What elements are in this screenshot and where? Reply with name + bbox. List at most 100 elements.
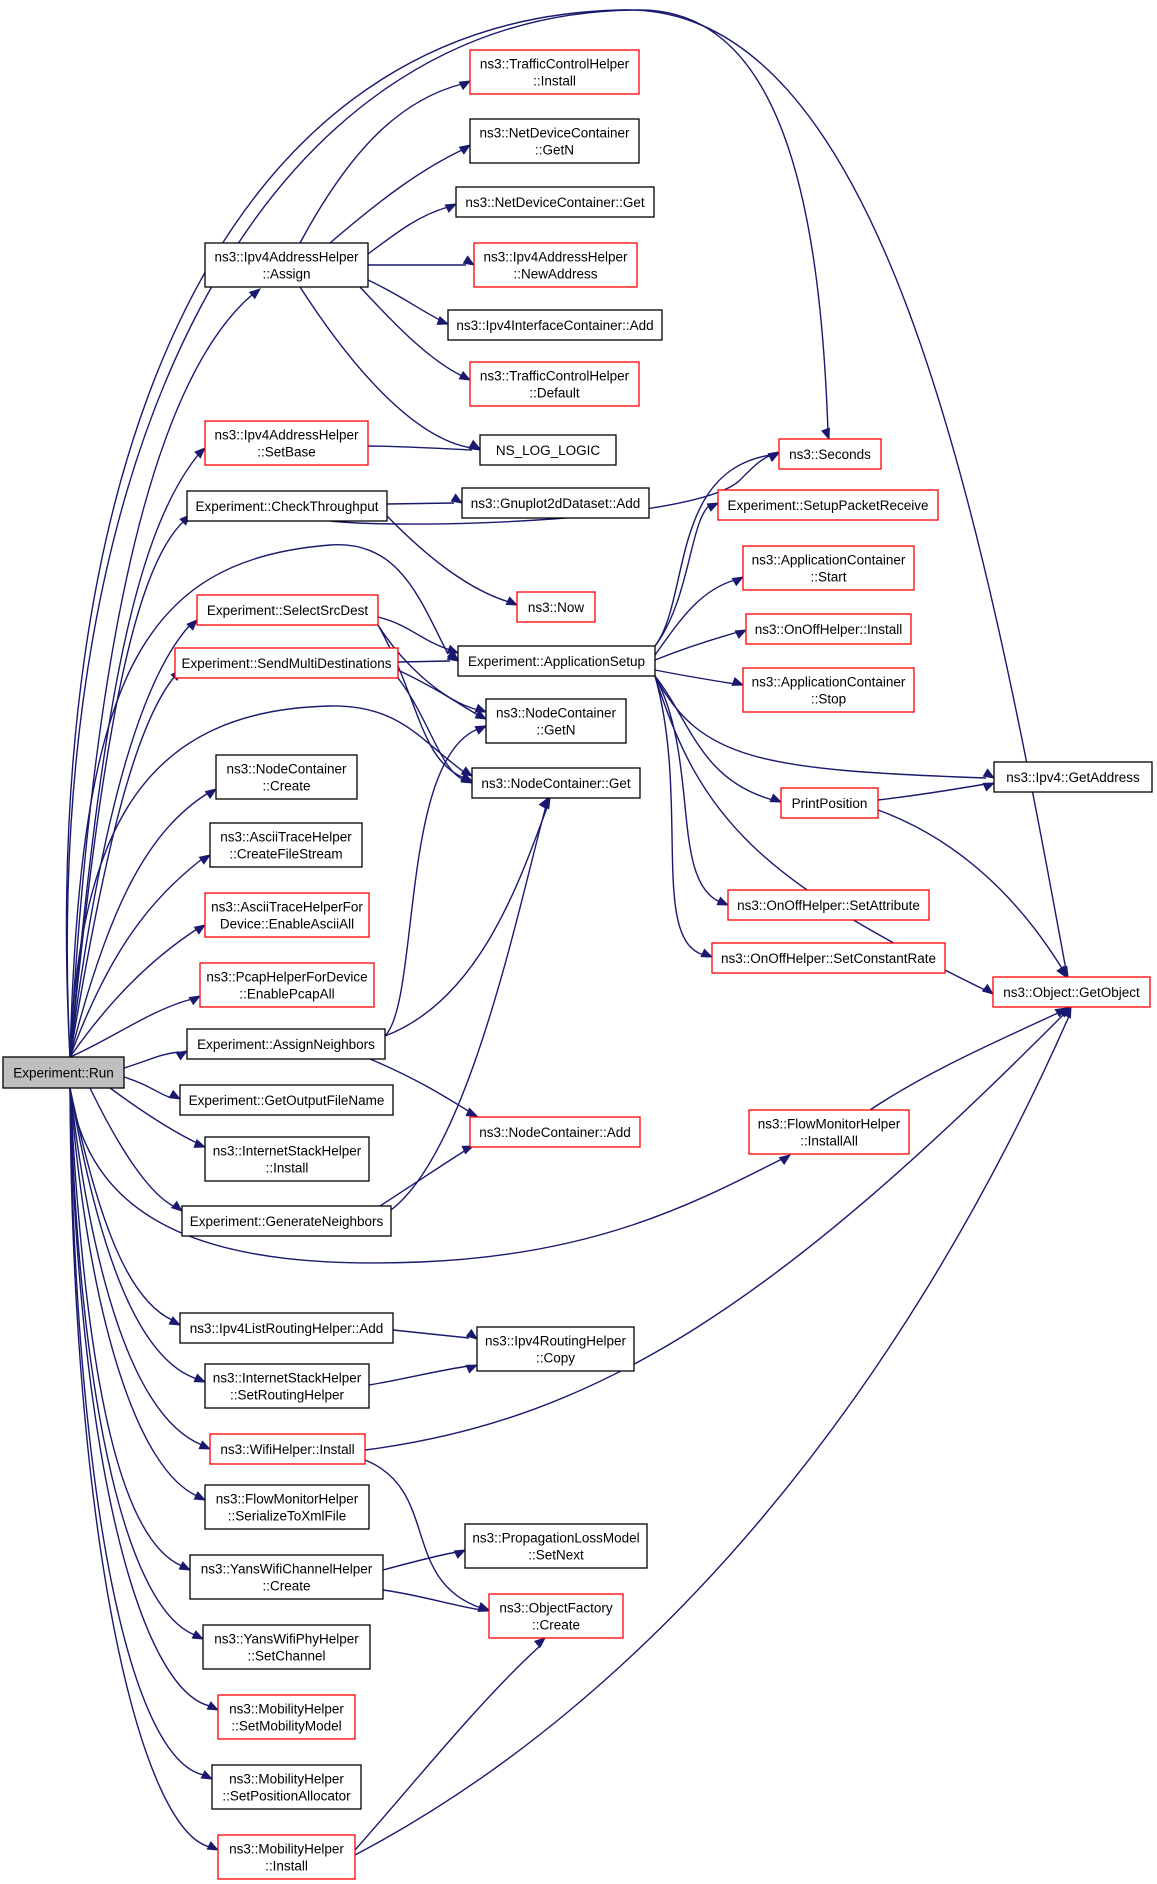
node-objfactory_create[interactable]: ns3::ObjectFactory::Create xyxy=(488,1593,624,1639)
node-ns_log_logic[interactable]: NS_LOG_LOGIC xyxy=(479,434,617,466)
node-box-checkthroughput[interactable] xyxy=(186,490,388,522)
node-box-printposition[interactable] xyxy=(780,787,879,819)
node-box-mobility_setmodel[interactable] xyxy=(217,1694,356,1740)
node-box-pcap_enableall[interactable] xyxy=(199,962,375,1008)
node-pcap_enableall[interactable]: ns3::PcapHelperForDevice::EnablePcapAll xyxy=(199,962,375,1008)
node-box-mobility_install[interactable] xyxy=(217,1834,356,1880)
node-ndc_get[interactable]: ns3::NetDeviceContainer::Get xyxy=(455,186,655,218)
node-box-plm_setnext[interactable] xyxy=(464,1523,648,1569)
node-mobility_install[interactable]: ns3::MobilityHelper::Install xyxy=(217,1834,356,1880)
node-ipv4ic_add[interactable]: ns3::Ipv4InterfaceContainer::Add xyxy=(447,309,663,341)
node-box-ipv4list_add[interactable] xyxy=(179,1312,394,1344)
node-box-seconds[interactable] xyxy=(778,438,882,470)
node-now[interactable]: ns3::Now xyxy=(516,591,596,623)
node-box-nc_getn[interactable] xyxy=(485,698,627,744)
node-box-gnuplot_add[interactable] xyxy=(461,487,650,519)
node-nc_add[interactable]: ns3::NodeContainer::Add xyxy=(469,1116,641,1148)
node-tch_install[interactable]: ns3::TrafficControlHelper::Install xyxy=(469,49,640,95)
node-box-ascii_createfile[interactable] xyxy=(209,822,363,868)
node-checkthroughput[interactable]: Experiment::CheckThroughput xyxy=(186,490,388,522)
node-sendmulti[interactable]: Experiment::SendMultiDestinations xyxy=(174,647,399,679)
node-appcontainer_stop[interactable]: ns3::ApplicationContainer::Stop xyxy=(742,667,915,713)
node-box-onoff_setattribute[interactable] xyxy=(727,889,930,921)
node-box-ascii_enableall[interactable] xyxy=(204,892,370,938)
node-box-ipv4_getaddress[interactable] xyxy=(993,761,1153,793)
node-box-nc_get[interactable] xyxy=(471,767,641,799)
node-box-nc_add[interactable] xyxy=(469,1116,641,1148)
node-box-mobility_setalloc[interactable] xyxy=(211,1764,362,1810)
node-box-ipv4ic_add[interactable] xyxy=(447,309,663,341)
node-box-appsetup[interactable] xyxy=(457,645,656,677)
node-ipv4addr_assign[interactable]: ns3::Ipv4AddressHelper::Assign xyxy=(204,242,369,288)
node-setuppacketreceive[interactable]: Experiment::SetupPacketReceive xyxy=(717,489,939,521)
node-box-ns_log_logic[interactable] xyxy=(479,434,617,466)
node-yansphy_setchannel[interactable]: ns3::YansWifiPhyHelper::SetChannel xyxy=(202,1624,371,1670)
node-ndc_getn[interactable]: ns3::NetDeviceContainer::GetN xyxy=(469,118,640,164)
node-box-ipv4addr_newaddress[interactable] xyxy=(473,242,638,288)
node-box-ndc_get[interactable] xyxy=(455,186,655,218)
node-mobility_setmodel[interactable]: ns3::MobilityHelper::SetMobilityModel xyxy=(217,1694,356,1740)
node-nc_getn[interactable]: ns3::NodeContainer::GetN xyxy=(485,698,627,744)
node-box-sendmulti[interactable] xyxy=(174,647,399,679)
node-box-onoff_setconstantrate[interactable] xyxy=(711,942,946,974)
node-box-tch_default[interactable] xyxy=(469,361,640,407)
node-yanschannel_create[interactable]: ns3::YansWifiChannelHelper::Create xyxy=(189,1554,384,1600)
node-run[interactable]: Experiment::Run xyxy=(2,1056,125,1089)
node-internetstack_setrouting[interactable]: ns3::InternetStackHelper::SetRoutingHelp… xyxy=(204,1363,370,1409)
node-box-onoff_install[interactable] xyxy=(745,613,912,645)
node-ipv4addr_setbase[interactable]: ns3::Ipv4AddressHelper::SetBase xyxy=(204,420,369,466)
node-ipv4addr_newaddress[interactable]: ns3::Ipv4AddressHelper::NewAddress xyxy=(473,242,638,288)
node-box-flowmon_serialize[interactable] xyxy=(204,1484,370,1530)
node-nc_create[interactable]: ns3::NodeContainer::Create xyxy=(215,754,358,800)
node-box-objfactory_create[interactable] xyxy=(488,1593,624,1639)
node-box-now[interactable] xyxy=(516,591,596,623)
node-assignneighbors[interactable]: Experiment::AssignNeighbors xyxy=(186,1028,386,1060)
node-ipv4rh_copy[interactable]: ns3::Ipv4RoutingHelper::Copy xyxy=(476,1326,635,1372)
node-box-flowmon_installall[interactable] xyxy=(748,1109,910,1155)
node-onoff_install[interactable]: ns3::OnOffHelper::Install xyxy=(745,613,912,645)
node-tch_default[interactable]: ns3::TrafficControlHelper::Default xyxy=(469,361,640,407)
node-box-nc_create[interactable] xyxy=(215,754,358,800)
node-appsetup[interactable]: Experiment::ApplicationSetup xyxy=(457,645,656,677)
node-appcontainer_start[interactable]: ns3::ApplicationContainer::Start xyxy=(742,545,915,591)
node-box-ndc_getn[interactable] xyxy=(469,118,640,164)
node-flowmon_installall[interactable]: ns3::FlowMonitorHelper::InstallAll xyxy=(748,1109,910,1155)
node-nc_get[interactable]: ns3::NodeContainer::Get xyxy=(471,767,641,799)
node-gnuplot_add[interactable]: ns3::Gnuplot2dDataset::Add xyxy=(461,487,650,519)
node-box-setuppacketreceive[interactable] xyxy=(717,489,939,521)
node-object_getobject[interactable]: ns3::Object::GetObject xyxy=(992,976,1151,1008)
node-box-selectsrcdest[interactable] xyxy=(196,594,379,626)
node-selectsrcdest[interactable]: Experiment::SelectSrcDest xyxy=(196,594,379,626)
node-box-yansphy_setchannel[interactable] xyxy=(202,1624,371,1670)
node-onoff_setconstantrate[interactable]: ns3::OnOffHelper::SetConstantRate xyxy=(711,942,946,974)
node-box-appcontainer_stop[interactable] xyxy=(742,667,915,713)
node-box-object_getobject[interactable] xyxy=(992,976,1151,1008)
node-box-wifi_install[interactable] xyxy=(209,1433,366,1465)
node-ascii_createfile[interactable]: ns3::AsciiTraceHelper::CreateFileStream xyxy=(209,822,363,868)
node-getoutputfilename[interactable]: Experiment::GetOutputFileName xyxy=(179,1084,394,1116)
node-onoff_setattribute[interactable]: ns3::OnOffHelper::SetAttribute xyxy=(727,889,930,921)
node-ipv4_getaddress[interactable]: ns3::Ipv4::GetAddress xyxy=(993,761,1153,793)
node-box-ipv4addr_assign[interactable] xyxy=(204,242,369,288)
node-box-tch_install[interactable] xyxy=(469,49,640,95)
node-seconds[interactable]: ns3::Seconds xyxy=(778,438,882,470)
node-box-run[interactable] xyxy=(2,1056,125,1089)
node-internetstack_install[interactable]: ns3::InternetStackHelper::Install xyxy=(204,1136,370,1182)
node-box-yanschannel_create[interactable] xyxy=(189,1554,384,1600)
node-printposition[interactable]: PrintPosition xyxy=(780,787,879,819)
node-generateneighbors[interactable]: Experiment::GenerateNeighbors xyxy=(181,1205,392,1237)
node-wifi_install[interactable]: ns3::WifiHelper::Install xyxy=(209,1433,366,1465)
node-plm_setnext[interactable]: ns3::PropagationLossModel::SetNext xyxy=(464,1523,648,1569)
node-box-assignneighbors[interactable] xyxy=(186,1028,386,1060)
node-box-ipv4rh_copy[interactable] xyxy=(476,1326,635,1372)
node-box-getoutputfilename[interactable] xyxy=(179,1084,394,1116)
node-box-generateneighbors[interactable] xyxy=(181,1205,392,1237)
node-ascii_enableall[interactable]: ns3::AsciiTraceHelperForDevice::EnableAs… xyxy=(204,892,370,938)
node-flowmon_serialize[interactable]: ns3::FlowMonitorHelper::SerializeToXmlFi… xyxy=(204,1484,370,1530)
node-box-appcontainer_start[interactable] xyxy=(742,545,915,591)
node-mobility_setalloc[interactable]: ns3::MobilityHelper::SetPositionAllocato… xyxy=(211,1764,362,1810)
node-box-internetstack_install[interactable] xyxy=(204,1136,370,1182)
node-box-internetstack_setrouting[interactable] xyxy=(204,1363,370,1409)
node-ipv4list_add[interactable]: ns3::Ipv4ListRoutingHelper::Add xyxy=(179,1312,394,1344)
node-box-ipv4addr_setbase[interactable] xyxy=(204,420,369,466)
